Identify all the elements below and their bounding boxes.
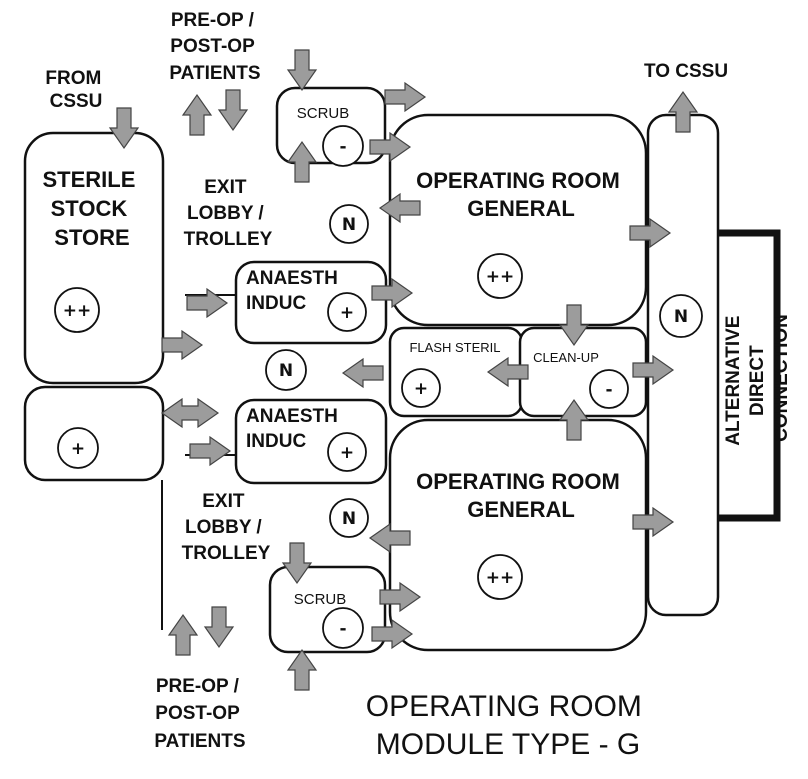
- pressure-scrub-top: -: [339, 137, 346, 157]
- to-cssu-label: TO CSSU: [644, 61, 728, 82]
- clean-up-label: CLEAN-UP: [533, 350, 599, 365]
- pressure-flash-steril: +: [414, 379, 428, 399]
- pressure-indicators: [54, 125, 703, 649]
- operating-room-top: [388, 113, 648, 327]
- pressure-or-top: ++: [486, 267, 515, 287]
- alternative-connection-bracket: [718, 229, 781, 522]
- flash-steril-label: FLASH STERIL: [409, 340, 500, 355]
- operating-room-bottom-label: OPERATING ROOM GENERAL: [416, 469, 626, 522]
- anaesth-induc-top-label: ANAESTH INDUC: [246, 268, 343, 314]
- pressure-neutral-top: N: [342, 215, 356, 235]
- pressure-sterile-store: ++: [63, 301, 92, 321]
- scrub-bottom-label: SCRUB: [294, 591, 347, 608]
- diagram-title: OPERATING ROOM MODULE TYPE - G: [366, 690, 650, 761]
- lower-store-room: [23, 385, 165, 482]
- from-cssu-label: FROM CSSU: [45, 68, 106, 112]
- double-arrow-store: [160, 397, 220, 429]
- pressure-neutral-middle: N: [279, 361, 293, 381]
- pre-post-op-top-label: PRE-OP / POST-OP PATIENTS: [169, 10, 260, 84]
- alternative-direct-connection-label: ALTERNATIVE DIRECT CONNECTION: [723, 310, 792, 445]
- sterile-stock-store-label: STERILE STOCK STORE: [42, 167, 141, 250]
- pressure-scrub-bottom: -: [339, 619, 346, 639]
- scrub-top-label: SCRUB: [297, 105, 350, 122]
- clean-up-room: [518, 326, 648, 418]
- anaesth-induc-bottom-label: ANAESTH INDUC: [246, 406, 343, 452]
- pressure-anaesth-bottom: +: [340, 443, 354, 463]
- pressure-lower-store: +: [71, 439, 85, 459]
- pressure-or-bottom: ++: [486, 568, 515, 588]
- exit-lobby-top-label: EXIT LOBBY / TROLLEY: [184, 177, 273, 250]
- operating-room-bottom: [388, 418, 648, 652]
- pressure-clean-up: -: [605, 380, 612, 400]
- exit-lobby-bottom-label: EXIT LOBBY / TROLLEY: [182, 491, 271, 564]
- pressure-neutral-bottom: N: [342, 509, 356, 529]
- operating-room-top-label: OPERATING ROOM GENERAL: [416, 168, 626, 221]
- pressure-neutral-right: N: [674, 307, 688, 327]
- flow-arrows: [109, 49, 698, 691]
- pre-post-op-bottom-label: PRE-OP / POST-OP PATIENTS: [154, 676, 245, 752]
- pressure-anaesth-top: +: [340, 303, 354, 323]
